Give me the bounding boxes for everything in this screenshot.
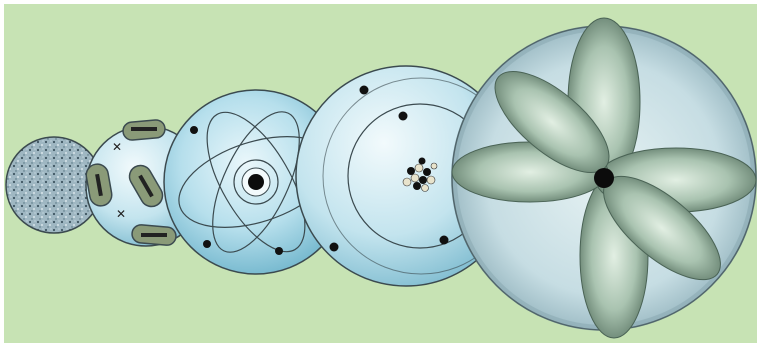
svg-text:✕: ✕ <box>116 207 126 221</box>
atomic-models-illustration: ✕ ✕ <box>4 4 757 343</box>
svg-text:✕: ✕ <box>112 140 122 154</box>
illustration-svg: ✕ ✕ <box>4 4 757 343</box>
